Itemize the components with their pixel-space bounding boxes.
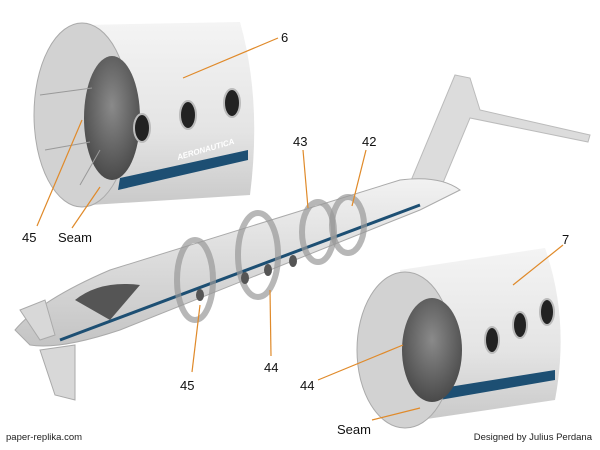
leader-lines [36,37,564,421]
fuselage-section-7 [356,248,561,429]
label-part-44-right: 44 [300,378,315,393]
label-part-42: 42 [362,134,377,149]
label-seam-top: Seam [58,230,92,245]
website-credit: paper-replika.com [6,432,83,443]
fuselage-section-6: AERONAUTICA [33,22,255,208]
label-seam-bottom: Seam [337,422,371,437]
label-part-45-bottom: 45 [180,378,195,393]
airplane-model [14,74,591,401]
label-part-43: 43 [293,134,308,149]
label-part-6: 6 [281,30,289,45]
label-part-45-top: 45 [22,230,37,245]
label-part-7: 7 [562,232,570,247]
label-part-44-center: 44 [264,360,279,375]
designer-credit: Designed by Julius Perdana [473,432,592,443]
